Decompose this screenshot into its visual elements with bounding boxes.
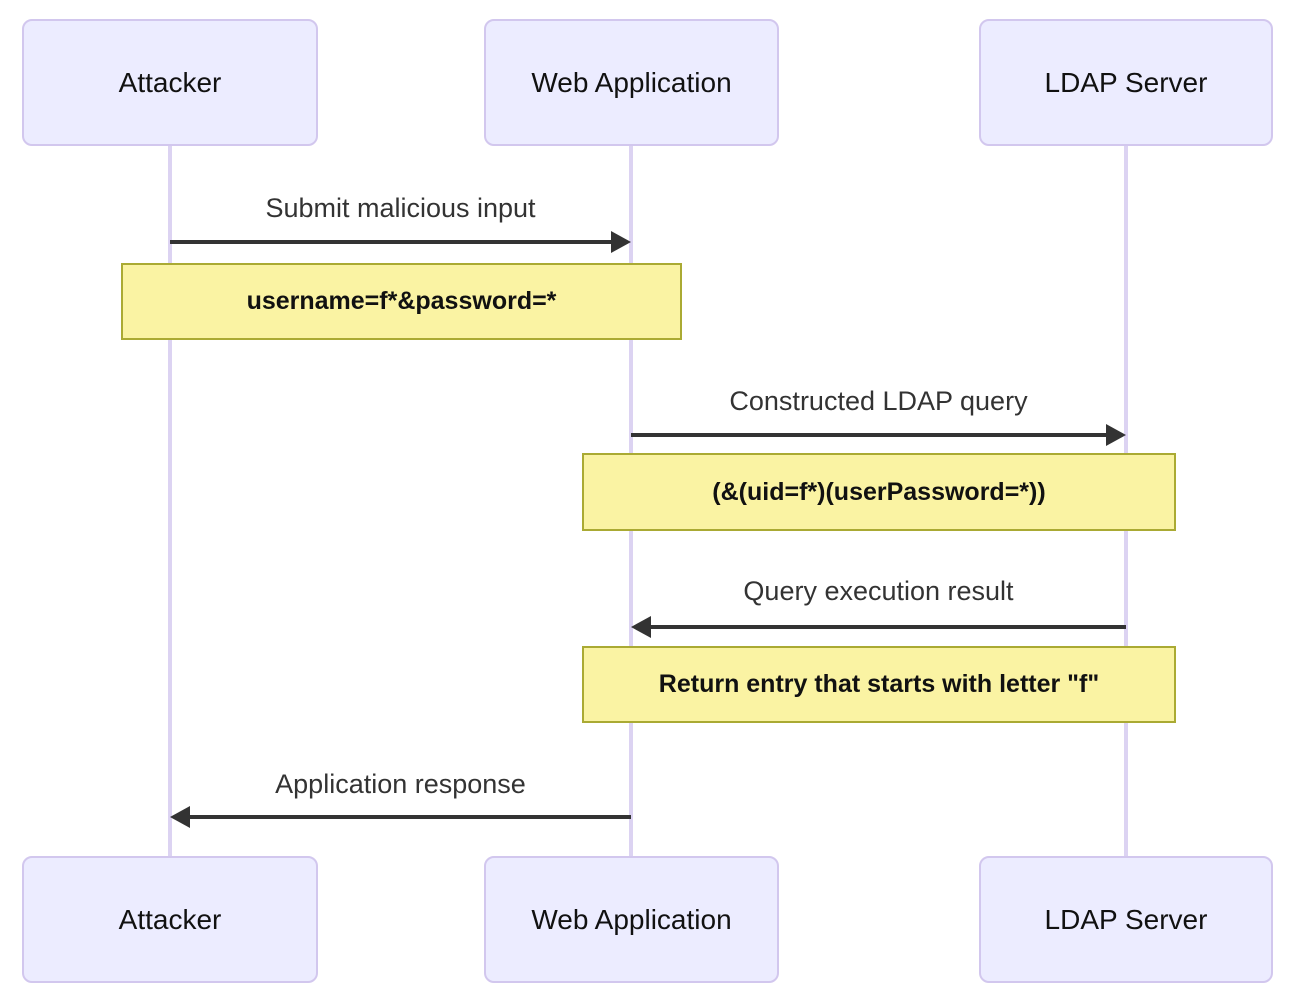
note-text: (&(uid=f*)(userPassword=*)) xyxy=(712,477,1046,506)
message-arrow-line xyxy=(631,433,1106,437)
message-arrow-line xyxy=(170,240,611,244)
lifeline-attacker xyxy=(168,146,172,856)
actor-label: LDAP Server xyxy=(1044,66,1208,98)
note-ldap-filter: (&(uid=f*)(userPassword=*)) xyxy=(582,453,1176,531)
actor-label: Web Application xyxy=(531,903,732,935)
note-username-password: username=f*&password=* xyxy=(121,263,682,340)
note-return-entry: Return entry that starts with letter "f" xyxy=(582,646,1176,723)
actor-top-ldap-server: LDAP Server xyxy=(979,19,1273,146)
actor-label: LDAP Server xyxy=(1044,903,1208,935)
note-text: username=f*&password=* xyxy=(246,287,557,315)
actor-bottom-web-application: Web Application xyxy=(484,856,779,983)
actor-label: Web Application xyxy=(531,66,732,98)
arrowhead-left-icon xyxy=(170,806,190,828)
message-label-submit-malicious-input: Submit malicious input xyxy=(265,192,536,223)
message-label-application-response: Application response xyxy=(275,768,526,799)
actor-label: Attacker xyxy=(118,66,222,98)
message-label-constructed-ldap-query: Constructed LDAP query xyxy=(729,385,1028,416)
message-arrow-line xyxy=(651,625,1126,629)
note-text: Return entry that starts with letter "f" xyxy=(658,670,1100,698)
arrowhead-right-icon xyxy=(1106,424,1126,446)
actor-label: Attacker xyxy=(118,903,222,935)
actor-top-attacker: Attacker xyxy=(22,19,318,146)
message-arrow-line xyxy=(190,815,631,819)
actor-bottom-attacker: Attacker xyxy=(22,856,318,983)
actor-bottom-ldap-server: LDAP Server xyxy=(979,856,1273,983)
message-label-query-execution-result: Query execution result xyxy=(743,575,1014,606)
arrowhead-left-icon xyxy=(631,616,651,638)
actor-top-web-application: Web Application xyxy=(484,19,779,146)
arrowhead-right-icon xyxy=(611,231,631,253)
